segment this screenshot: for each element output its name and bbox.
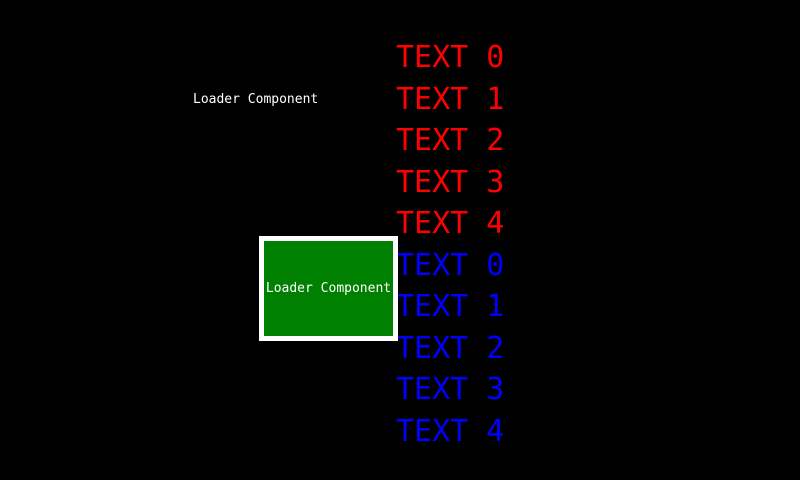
list-item: TEXT 4 — [396, 414, 505, 449]
loader-component-box-label: Loader Component — [265, 280, 392, 296]
list-item: TEXT 1 — [396, 82, 505, 117]
list-item: TEXT 0 — [396, 40, 505, 75]
loader-component-label: Loader Component — [193, 92, 319, 107]
list-item: TEXT 2 — [396, 331, 505, 366]
list-item: TEXT 4 — [396, 206, 505, 241]
list-item: TEXT 3 — [396, 165, 505, 200]
list-item: TEXT 3 — [396, 372, 505, 407]
loader-component-box[interactable]: Loader Component — [259, 236, 398, 341]
list-item: TEXT 0 — [396, 248, 505, 283]
list-item: TEXT 2 — [396, 123, 505, 158]
list-item: TEXT 1 — [396, 289, 505, 324]
